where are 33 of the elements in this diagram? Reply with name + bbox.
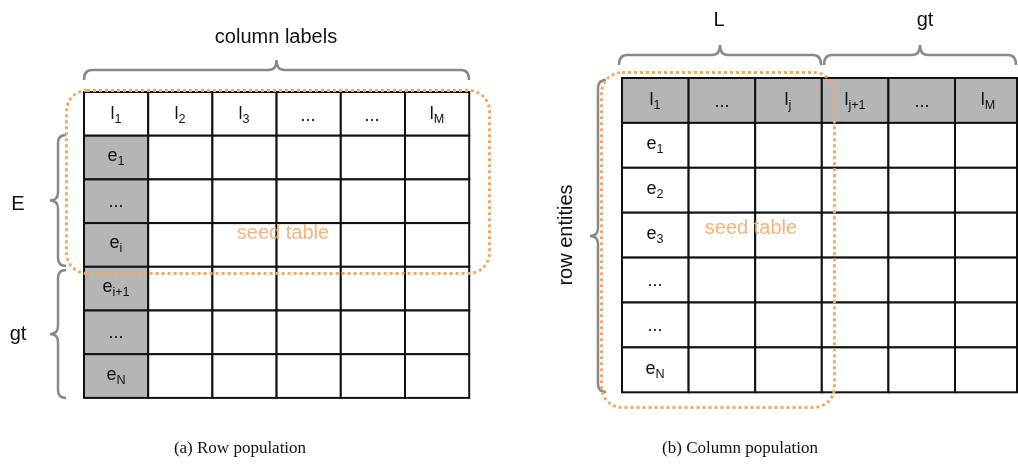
table-cell-text: ...	[108, 192, 124, 210]
brace-label: E	[11, 193, 25, 213]
table-cell-text: e$_{i+1}$	[102, 277, 130, 299]
table-cell-text: ...	[108, 323, 124, 341]
table-cell-text: ...	[364, 106, 380, 124]
table-cell-text: l$_{M}$	[429, 104, 445, 126]
table-cell-text: e$_{N}$	[645, 359, 665, 381]
table-cell-text: e$_{3}$	[646, 224, 664, 246]
brace-label: gt	[916, 9, 934, 29]
subfigure-caption: (b) Column population	[662, 438, 818, 456]
table-cell-text: e$_{1}$	[107, 146, 125, 168]
table-cell-text: e$_{i}$	[109, 233, 123, 255]
table-cell-text: l$_{2}$	[174, 104, 186, 126]
table-cell-text: e$_{N}$	[106, 365, 126, 387]
brace-label: L	[713, 9, 725, 29]
subfigure-caption: (a) Row population	[173, 438, 307, 456]
table-cell-text: ...	[647, 271, 663, 289]
table-cell-text: l$_{3}$	[238, 104, 250, 126]
table-cell-text: l$_{j}$	[784, 90, 792, 112]
brace-label: gt	[9, 323, 27, 343]
table-cell-text: ...	[714, 92, 730, 110]
brace-label: row entities	[555, 184, 575, 286]
table-cell-text: e$_{1}$	[646, 134, 664, 156]
table-cell-text: ...	[914, 92, 930, 110]
table-cell-text: l$_{1}$	[649, 90, 661, 112]
table-cell-text: l$_{1}$	[110, 104, 122, 126]
table-cell-text: ...	[300, 106, 316, 124]
table-cell-text: e$_{2}$	[646, 179, 664, 201]
table-cell-text: l$_{M}$	[980, 90, 996, 112]
seed-table-region	[65, 89, 491, 275]
table-cell-text: ...	[647, 316, 663, 334]
brace-label: column labels	[214, 26, 338, 46]
seed-table-region	[600, 71, 836, 409]
